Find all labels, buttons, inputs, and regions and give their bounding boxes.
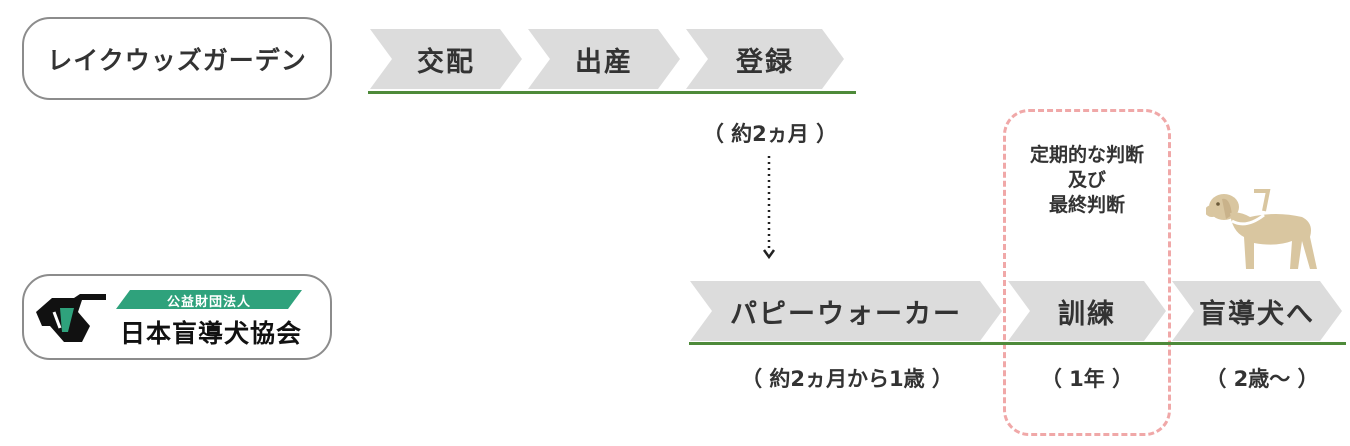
association-tagline: 公益財団法人	[166, 295, 251, 310]
step-mating: 交配	[370, 29, 522, 89]
step-puppy-walker-label: パピーウォーカー	[730, 298, 962, 330]
judgement-line3: 最終判断	[1048, 194, 1125, 216]
puppy-walker-duration: （ 約2ヵ月から1歳 ）	[741, 367, 953, 391]
judgement-line1: 定期的な判断	[1029, 144, 1144, 166]
training-highlight-box	[1003, 109, 1171, 436]
step-registration-label: 登録	[736, 46, 794, 78]
dotted-arrow-down-icon	[762, 156, 776, 260]
step-puppy-walker: パピーウォーカー	[690, 281, 1002, 341]
top-duration: （ 約2ヵ月 ）	[702, 122, 838, 146]
judgement-line2: 及び	[1067, 169, 1106, 191]
association-name: 日本盲導犬協会	[120, 319, 303, 348]
step-mating-label: 交配	[417, 46, 475, 78]
top-divider	[368, 91, 856, 94]
step-guide-dog-label: 盲導犬へ	[1199, 298, 1315, 330]
step-training-label: 訓練	[1058, 298, 1116, 330]
guide-dog-duration: （ 2歳〜 ）	[1205, 367, 1319, 391]
breeder-label: レイクウッズガーデン	[22, 17, 332, 100]
association-tagline-band: 公益財団法人	[116, 290, 302, 309]
bottom-divider	[689, 342, 1346, 345]
training-duration: （ 1年 ）	[1040, 367, 1134, 391]
step-registration: 登録	[686, 29, 844, 89]
step-birth-label: 出産	[575, 46, 633, 78]
step-birth: 出産	[528, 29, 680, 89]
judgement-note: 定期的な判断 及び 最終判断	[1003, 143, 1171, 218]
step-guide-dog: 盲導犬へ	[1172, 281, 1342, 341]
step-training: 訓練	[1008, 281, 1166, 341]
breeder-name: レイクウッズガーデン	[47, 45, 307, 75]
association-label: 公益財団法人 日本盲導犬協会	[22, 274, 332, 360]
guide-dog-icon	[1206, 189, 1317, 269]
dog-logo-icon	[36, 294, 106, 342]
